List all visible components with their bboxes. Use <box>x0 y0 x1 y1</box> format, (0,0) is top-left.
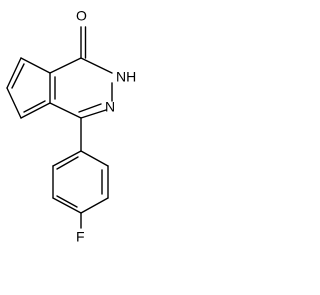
carbonyl-bond <box>80 26 87 59</box>
fluorine-label: F <box>76 229 85 245</box>
molecule-diagram: O NH N F <box>6 8 136 245</box>
benzene-ring-left <box>6 57 82 119</box>
fluorophenyl-ring <box>52 150 109 214</box>
diazine-ring <box>49 57 113 119</box>
nh-label: NH <box>116 69 136 85</box>
oxygen-label: O <box>76 8 87 24</box>
structure-canvas: O NH N F <box>0 0 159 295</box>
n-label: N <box>105 99 115 115</box>
